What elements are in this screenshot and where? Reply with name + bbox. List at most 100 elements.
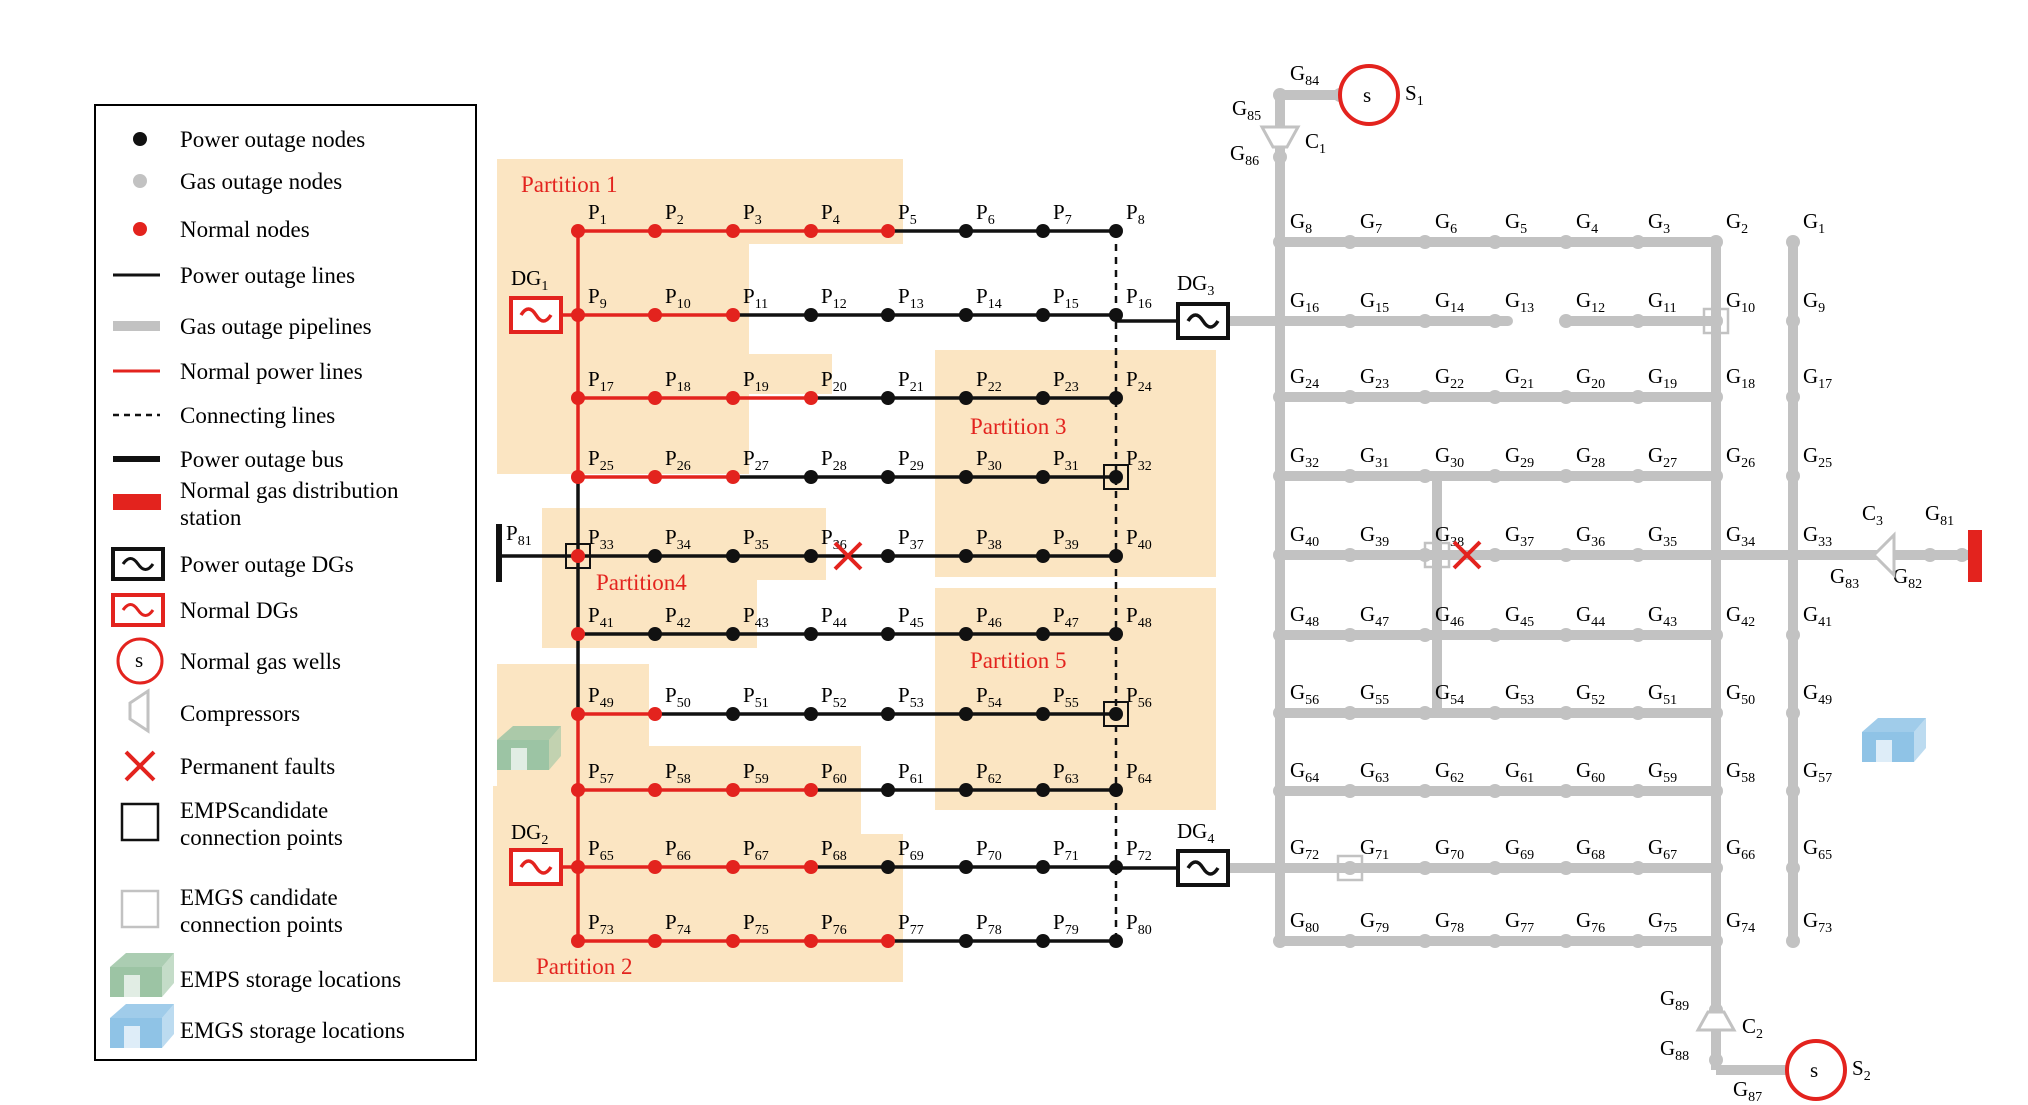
- gas-node-label: G28: [1576, 443, 1605, 471]
- gas-node-label: G40: [1290, 522, 1319, 550]
- gas-node-label: G59: [1648, 758, 1677, 786]
- gas-node-label: G79: [1360, 908, 1389, 936]
- power-node: [648, 707, 662, 721]
- gas-node-label: G62: [1435, 758, 1464, 786]
- gas-node: [1631, 934, 1645, 948]
- power-node-label: P17: [588, 367, 614, 395]
- power-node-label: P24: [1126, 367, 1152, 395]
- gas-node: [1631, 235, 1645, 249]
- gas-node: [1418, 861, 1432, 875]
- power-node: [804, 224, 818, 238]
- gas-node: [1418, 934, 1432, 948]
- power-node-label: P20: [821, 367, 847, 395]
- gas-node: [1343, 390, 1357, 404]
- gas-node-label: G69: [1505, 835, 1534, 863]
- power-node-label: P9: [588, 284, 607, 312]
- power-node: [648, 308, 662, 322]
- power-node: [959, 627, 973, 641]
- gas-node: [1488, 934, 1502, 948]
- power-node-label: P23: [1053, 367, 1079, 395]
- gas-node: [1343, 548, 1357, 562]
- gas-node-label: G77: [1505, 908, 1534, 936]
- gas-node-label: G89: [1660, 986, 1689, 1014]
- gas-node: [1488, 861, 1502, 875]
- green-house-icon-side: [162, 953, 174, 997]
- legend-label: Gas outage pipelines: [180, 314, 372, 339]
- gas-node: [1488, 390, 1502, 404]
- gas-node: [1559, 628, 1573, 642]
- gas-node: [1273, 469, 1287, 483]
- green-house-icon-door: [124, 975, 140, 997]
- gas-node-label: G33: [1803, 522, 1832, 550]
- power-node-label: P50: [665, 683, 691, 711]
- gas-node-label: G45: [1505, 602, 1534, 630]
- legend-label: Connecting lines: [180, 403, 335, 428]
- legend-label: Normal DGs: [180, 598, 298, 623]
- blue-house-icon: [110, 1004, 174, 1048]
- compressor-icon: [128, 688, 150, 734]
- red-dg-icon: [111, 593, 165, 627]
- gas-node: [1559, 861, 1573, 875]
- gas-well-ring: [1338, 64, 1400, 126]
- gas-node: [1709, 1053, 1723, 1067]
- gas-node: [1709, 934, 1723, 948]
- gas-node-label: G5: [1505, 209, 1527, 237]
- compressor-icon: [1871, 531, 1896, 579]
- gas-node-label: G2: [1726, 209, 1748, 237]
- power-node: [959, 934, 973, 948]
- legend-label: Compressors: [180, 701, 300, 726]
- legend-label: connection points: [180, 825, 343, 850]
- power-node: [1036, 470, 1050, 484]
- gas-node-label: G4: [1576, 209, 1598, 237]
- gas-node-label: G44: [1576, 602, 1605, 630]
- power-node-label: P15: [1053, 284, 1079, 312]
- power-node: [726, 707, 740, 721]
- gas-node-label: G14: [1435, 288, 1464, 316]
- gas-node: [1343, 706, 1357, 720]
- gas-node-label: G49: [1803, 680, 1832, 708]
- power-node: [881, 627, 895, 641]
- power-node: [726, 470, 740, 484]
- power-node-label: P68: [821, 836, 847, 864]
- gas-node-label: G10: [1726, 288, 1755, 316]
- power-node: [804, 391, 818, 405]
- compressor-icon: [1259, 125, 1301, 149]
- gas-node: [1709, 706, 1723, 720]
- gas-node-label: G86: [1230, 141, 1259, 169]
- gas-node: [1273, 390, 1287, 404]
- power-node: [1036, 549, 1050, 563]
- legend-label: EMGS candidate: [180, 885, 338, 910]
- power-node-label: P75: [743, 910, 769, 938]
- gas-node-label: G53: [1505, 680, 1534, 708]
- power-node: [881, 860, 895, 874]
- power-node-label: P45: [898, 603, 924, 631]
- power-node: [726, 860, 740, 874]
- gas-node-label: G55: [1360, 680, 1389, 708]
- power-node-label: P70: [976, 836, 1002, 864]
- power-node: [1109, 224, 1123, 238]
- emgs-storage-icon-door: [1876, 740, 1892, 762]
- gas-node: [1343, 861, 1357, 875]
- gas-node: [1631, 469, 1645, 483]
- power-node-label: P34: [665, 525, 691, 553]
- gas-node-label: G48: [1290, 602, 1319, 630]
- partition-label: Partition 3: [970, 414, 1066, 439]
- gas-node-label: G46: [1435, 602, 1464, 630]
- power-node: [648, 224, 662, 238]
- gas-node: [1488, 784, 1502, 798]
- gas-node-label: G75: [1648, 908, 1677, 936]
- gas-node: [1418, 235, 1432, 249]
- gas-node: [1631, 314, 1645, 328]
- partition-3-region: [935, 350, 1216, 577]
- power-node-label: P40: [1126, 525, 1152, 553]
- gas-node-label: G43: [1648, 602, 1677, 630]
- gas-node: [1786, 469, 1800, 483]
- gas-node: [1559, 390, 1573, 404]
- gas-node-label: G67: [1648, 835, 1677, 863]
- emgs-candidate-point: [1423, 541, 1451, 569]
- gas-node-label: G35: [1648, 522, 1677, 550]
- gas-node-label: G7: [1360, 209, 1382, 237]
- power-node-label: P56: [1126, 683, 1152, 711]
- power-node: [804, 308, 818, 322]
- gas-node: [1559, 235, 1573, 249]
